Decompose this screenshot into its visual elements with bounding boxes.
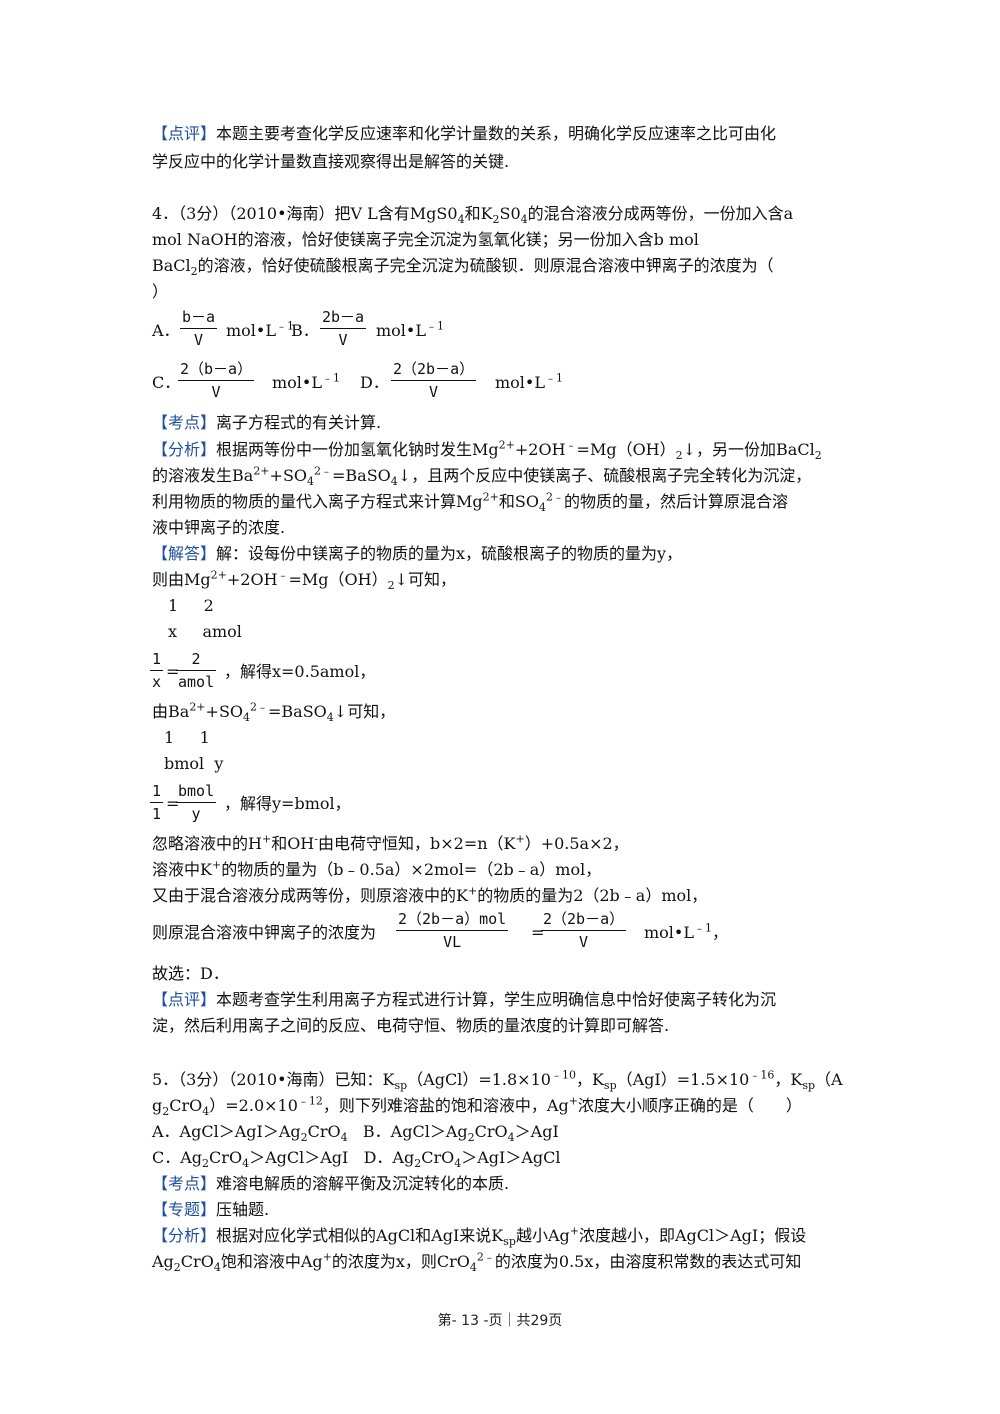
q4-option-c-fraction: 2（b－a）V	[178, 360, 255, 401]
q5-point: 【考点】难溶电解质的溶解平衡及沉淀转化的本质.	[152, 1174, 510, 1193]
q4-analysis-line-4: 液中钾离子的浓度.	[152, 518, 286, 537]
q4-answer-ratio-3: 1 1	[164, 728, 210, 747]
q4-eq1-equals: =	[166, 662, 180, 681]
prev-review-line-1: 【点评】本题主要考查化学反应速率和化学计量数的关系，明确化学反应速率之比可由化	[152, 124, 777, 143]
q4-option-c-unit: mol•L﹣1	[272, 371, 340, 392]
q4-analysis-line-3: 利用物质的物质的量代入离子方程式来计算Mg2+和SO42﹣的物质的量，然后计算原…	[152, 490, 788, 515]
q4-answer-line-8: 忽略溶液中的H+和OH-由电荷守恒知，b×2=n（K+）+0.5a×2，	[152, 832, 629, 853]
q4-answer-ratio-4: bmol y	[164, 754, 224, 773]
q5-options-ab: A．AgCl＞AgI＞Ag2CrO4 B．AgCl＞Ag2CrO4＞AgI	[152, 1122, 559, 1145]
q4-stem-line-3: BaCl2的溶液，恰好使硫酸根离子完全沉淀为硫酸钡．则原混合溶液中钾离子的浓度为…	[152, 256, 774, 279]
prev-review-line-2: 学反应中的化学计量数直接观察得出是解答的关键.	[152, 152, 510, 171]
q4-option-a-label: A．	[152, 321, 180, 340]
q5-analysis-line-1: 【分析】根据对应化学式相似的AgCl和AgI来说Ksp越小Ag+浓度越小，即Ag…	[152, 1224, 807, 1249]
q4-stem-line-4: ）	[152, 282, 169, 301]
q4-analysis-line-2: 的溶液发生Ba2++SO42﹣=BaSO4↓，且两个反应中使镁离子、硫酸根离子完…	[152, 464, 812, 489]
q4-eq3-unit: mol•L﹣1，	[644, 921, 728, 942]
q4-option-d-unit: mol•L﹣1	[495, 371, 563, 392]
q4-option-d-label: D．	[360, 373, 389, 392]
q5-stem-line-2: g2CrO4）=2.0×10﹣12，则下列难溶盐的饱和溶液中，Ag+浓度大小顺序…	[152, 1094, 802, 1119]
page-footer: 第- 13 -页｜共29页	[437, 1313, 563, 1329]
q4-option-d-fraction: 2（2b－a）V	[391, 360, 477, 401]
q4-answer-line-2: 则由Mg2++2OH﹣=Mg（OH）2↓可知，	[152, 568, 457, 593]
q4-answer-ratio-2: x amol	[168, 622, 242, 641]
q4-eq2-result: ，解得y=bmol，	[224, 794, 351, 813]
q4-answer-line-11: 则原混合溶液中钾离子的浓度为	[152, 923, 377, 942]
q4-point: 【考点】离子方程式的有关计算.	[152, 413, 382, 432]
q5-analysis-line-2: Ag2CrO4饱和溶液中Ag+的浓度为x，则CrO42﹣的浓度为0.5x，由溶度…	[152, 1250, 802, 1275]
q4-eq1-result: ，解得x=0.5amol，	[224, 662, 376, 681]
q5-options-cd: C．Ag2CrO4＞AgCl＞AgI D．Ag2CrO4＞AgI＞AgCl	[152, 1148, 561, 1171]
q4-stem-line-2: mol NaOH的溶液，恰好使镁离子完全沉淀为氢氧化镁；另一份加入含b mol	[152, 230, 699, 249]
q5-topic: 【专题】压轴题.	[152, 1200, 270, 1219]
q4-review-line-1: 【点评】本题考查学生利用离子方程式进行计算，学生应明确信息中恰好使离子转化为沉	[152, 990, 777, 1009]
q4-answer-ratio-1: 1 2	[168, 596, 214, 615]
q4-review-line-2: 淀，然后利用离子之间的反应、电荷守恒、物质的量浓度的计算即可解答.	[152, 1016, 670, 1035]
q4-eq3-equals: =	[531, 923, 545, 942]
q4-analysis-line-1: 【分析】根据两等份中一份加氢氧化钠时发生Mg2++2OH﹣=Mg（OH）2↓，另…	[152, 438, 822, 463]
q4-answer-line-10: 又由于混合溶液分成两等份，则原溶液中的K+的物质的量为2（2b﹣a）mol，	[152, 884, 708, 905]
q4-answer-line-5: 由Ba2++SO42﹣=BaSO4↓可知，	[152, 700, 396, 725]
q4-eq2-equals: =	[166, 794, 180, 813]
q4-stem-line-1: 4．（3分）（2010•海南）把V L含有MgS04和K2S04的混合溶液分成两…	[152, 204, 794, 227]
q4-option-b-unit: mol•L﹣1	[376, 319, 444, 340]
q4-choice: 故选：D．	[152, 964, 229, 983]
q4-option-a-unit: mol•L﹣1	[226, 319, 294, 340]
q4-answer-line-9: 溶液中K+的物质的量为（b﹣0.5a）×2mol=（2b﹣a）mol，	[152, 858, 602, 879]
q4-answer-line-1: 【解答】解：设每份中镁离子的物质的量为x，硫酸根离子的物质的量为y，	[152, 544, 683, 563]
q4-option-c-label: C．	[152, 373, 181, 392]
q5-stem-line-1: 5．（3分）（2010•海南）已知：Ksp（AgCl）=1.8×10﹣10，Ks…	[152, 1068, 843, 1093]
q4-eq3-right-fraction: 2（2b－a）V	[541, 910, 627, 951]
q4-option-b-label: B．	[291, 321, 319, 340]
